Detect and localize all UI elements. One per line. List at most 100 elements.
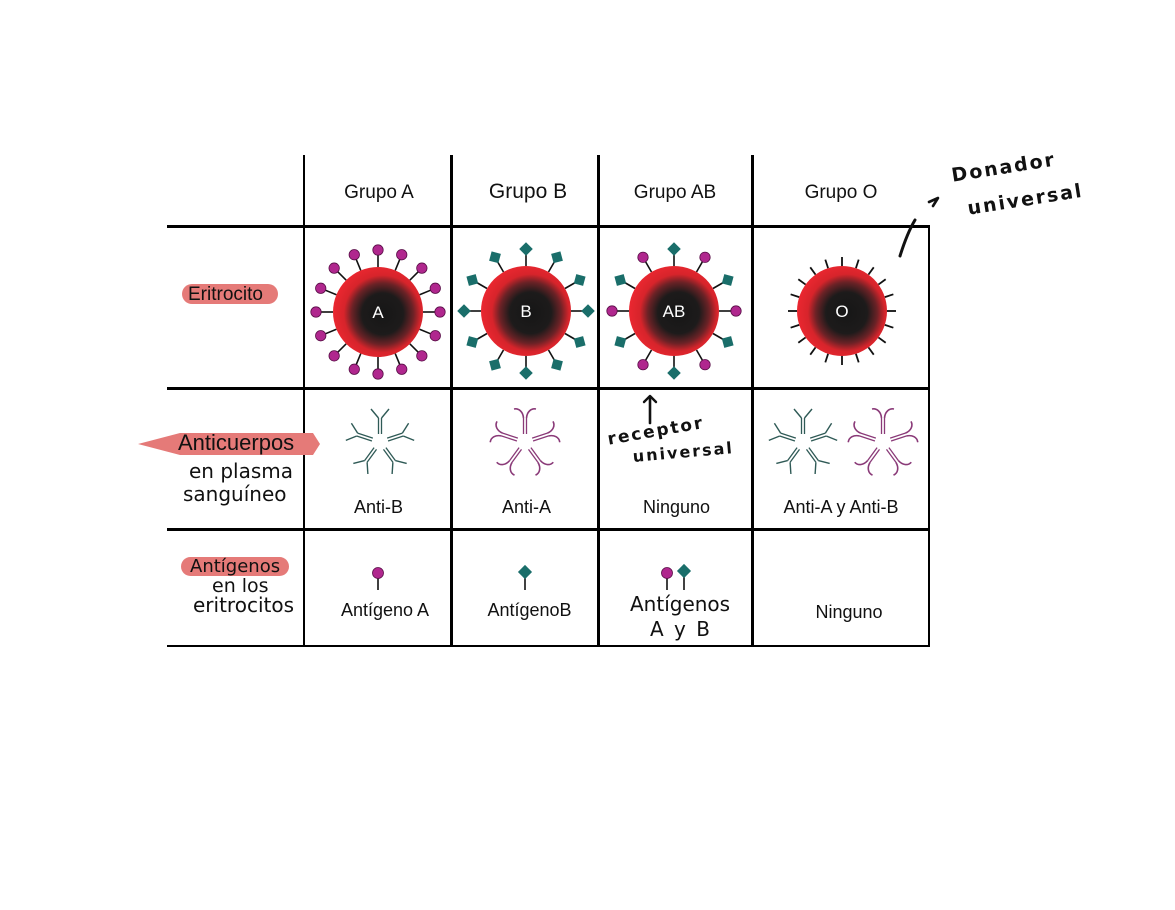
antigen-stalk <box>337 343 347 353</box>
column-header-grupo-ab: Grupo AB <box>633 182 717 203</box>
antibody-anti-a-icon <box>847 408 919 476</box>
antigen-stalk <box>355 259 362 271</box>
erythrocyte-o: O <box>788 257 896 365</box>
antigen-stalk <box>337 271 347 281</box>
cell-letter: A <box>372 303 384 322</box>
antigen-stalk <box>624 332 636 341</box>
antigen-value-grupo-b: AntígenoB <box>487 600 572 620</box>
antigen-stalk <box>325 328 337 335</box>
receptor-spike <box>790 324 800 329</box>
erythrocyte-ab: AB <box>606 242 742 380</box>
antibody-arm <box>809 422 838 442</box>
antibody-arm <box>531 420 561 443</box>
antigen-a-marker <box>416 350 428 362</box>
antigen-a-marker <box>328 350 340 362</box>
antibody-anti-b-icon <box>768 408 838 475</box>
antigen-stalk <box>712 332 724 341</box>
antigen-a-marker <box>372 368 384 380</box>
antigen-stalk <box>325 289 337 296</box>
antigen-b-marker <box>519 366 533 380</box>
antibody-arm <box>805 447 830 475</box>
grid-line <box>303 155 305 647</box>
grid-line <box>167 387 930 390</box>
antigen-b-marker <box>466 274 479 286</box>
highlight-anticuerpos <box>138 433 320 455</box>
antigen-stalk <box>409 343 419 353</box>
antigen-b-marker <box>551 251 563 264</box>
receptor-spike <box>867 266 875 276</box>
grid-line <box>167 225 930 228</box>
antigen-value-grupo-ab-line2: A y B <box>650 617 710 641</box>
receptor-spike <box>884 293 894 298</box>
antigen-stalk <box>695 349 704 361</box>
antibody-anti-a-icon <box>489 408 561 476</box>
antigen-stalk <box>476 332 488 341</box>
antigen-b-marker <box>573 274 586 286</box>
antigen-b-marker <box>667 242 681 256</box>
antigen-stalk <box>496 349 505 361</box>
antibody-arm <box>854 447 881 476</box>
receptor-spike <box>824 353 829 363</box>
antigen-b-marker <box>573 336 586 348</box>
antibody-arm <box>353 447 378 475</box>
antigen-a-marker <box>637 359 649 371</box>
grid-line <box>450 155 453 647</box>
antibody-value-grupo-a: Anti-B <box>353 497 404 517</box>
antigen-stalk <box>419 289 431 296</box>
antigen-a-marker <box>434 306 446 318</box>
antigen-stalk <box>644 261 653 273</box>
row-label-eritrocito: Eritrocito <box>188 284 263 305</box>
column-header-grupo-a: Grupo A <box>344 182 414 203</box>
antigen-a-icon <box>372 567 384 590</box>
receptor-spike <box>824 259 829 269</box>
antibody-arm <box>496 447 523 476</box>
antigen-b-marker <box>466 336 479 348</box>
antigen-b-marker <box>721 336 734 348</box>
antigen-a-marker <box>372 244 384 256</box>
receptor-spike <box>884 324 894 329</box>
antigen-ab-icon <box>661 563 692 590</box>
antigen-a-marker <box>429 330 441 342</box>
antigen-stalk <box>547 349 556 361</box>
row-label-antigenos: Antígenos <box>190 556 281 577</box>
antibody-arm <box>847 420 877 443</box>
antigen-a-marker <box>606 305 618 317</box>
antigen-b-marker <box>614 336 627 348</box>
row-label-en-plasma: en plasma <box>189 459 294 483</box>
donador-pointer-line <box>898 196 940 258</box>
antigen-stalk <box>695 261 704 273</box>
receptor-spike <box>790 293 800 298</box>
antigen-b-marker <box>721 274 734 286</box>
grid-line <box>167 528 930 531</box>
antigen-stalk <box>476 281 488 290</box>
antigen-b-marker <box>489 251 501 264</box>
antigen-a-marker <box>637 251 649 263</box>
antibody-arm <box>885 447 912 476</box>
antigen-stalk <box>547 261 556 273</box>
antigen-b-marker <box>667 366 681 380</box>
receptor-arrow-icon <box>642 394 658 425</box>
column-header-grupo-b: Grupo B <box>488 180 568 203</box>
antigen-stalk <box>712 281 724 290</box>
row-label-en-los: en los <box>212 575 269 597</box>
annotation-donador: Donador <box>950 148 1058 187</box>
antigen-b-marker <box>551 358 563 371</box>
row-label-eritrocitos: eritrocitos <box>193 593 294 617</box>
antigen-a-marker <box>699 251 711 263</box>
antigen-stalk <box>394 259 401 271</box>
antigen-a-marker <box>699 359 711 371</box>
antigen-a-marker <box>315 282 327 294</box>
receptor-spike <box>855 353 860 363</box>
cell-letter: AB <box>663 302 686 321</box>
grid-line <box>751 155 754 647</box>
antigen-a-marker <box>396 249 408 261</box>
antigen-a-marker <box>348 363 360 375</box>
highlight-antigenos <box>181 557 289 576</box>
antigen-b-icon <box>517 564 533 590</box>
antibody-arm <box>776 447 801 475</box>
antigen-b-marker <box>581 304 595 318</box>
row-label-anticuerpos: Anticuerpos <box>178 430 295 455</box>
receptor-spike <box>855 259 860 269</box>
grid-line <box>928 226 930 647</box>
antibody-value-grupo-b: Anti-A <box>501 497 552 517</box>
